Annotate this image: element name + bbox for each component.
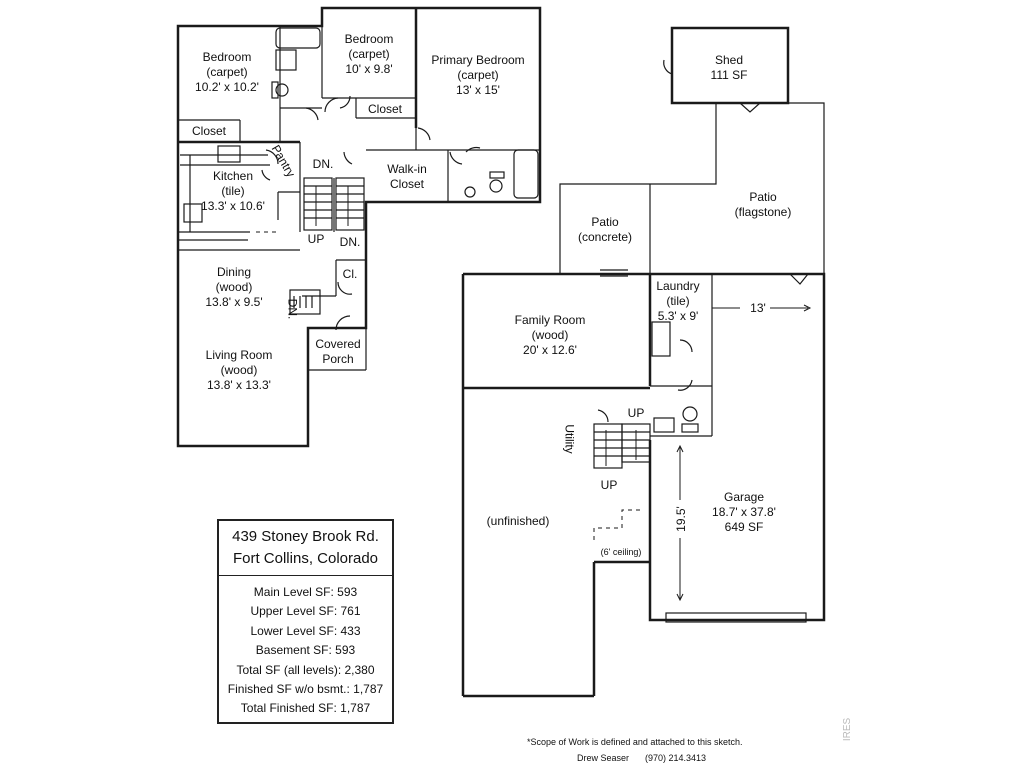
address-line-1: 439 Stoney Brook Rd. [232, 528, 379, 545]
stat-line: Total SF (all levels): 2,380 [236, 662, 375, 677]
stat-line: Total Finished SF: 1,787 [240, 701, 371, 716]
ires-watermark: IRES [842, 717, 854, 742]
room-patio-flagstone: Patio (flagstone) [734, 190, 792, 219]
room-primary-bedroom: Primary Bedroom (carpet) 13' x 15' [431, 53, 525, 97]
closet-small-label: Cl. [342, 267, 358, 281]
stat-line: Basement SF: 593 [255, 643, 356, 658]
covered-porch-label: Covered Porch [315, 337, 361, 366]
stairs-dn-right: DN. [339, 235, 361, 249]
lower-level-walls [461, 272, 826, 698]
address-block: 439 Stoney Brook Rd. Fort Collins, Color… [219, 521, 392, 576]
stairs-dn-top: DN. [312, 157, 334, 171]
room-laundry: Laundry (tile) 5.3' x 9' [656, 279, 700, 323]
room-kitchen: Kitchen (tile) 13.3' x 10.6' [201, 169, 265, 213]
dimension-lines [315, 186, 812, 602]
stairs-up-left: UP [307, 232, 325, 246]
stairs-up-basement: UP [600, 478, 618, 492]
ceiling-note: (6' ceiling) [600, 547, 642, 557]
author-name: Drew Seaser [577, 753, 630, 763]
garage-depth-dimension: 19.5' [673, 506, 688, 532]
stat-line: Main Level SF: 593 [253, 585, 358, 599]
room-living-room: Living Room (wood) 13.8' x 13.3' [205, 348, 273, 392]
stairs-up-family: UP [627, 406, 645, 420]
room-family-room: Family Room (wood) 20' x 12.6' [514, 313, 586, 357]
dashed-lines [256, 231, 651, 540]
scope-note: *Scope of Work is defined and attached t… [527, 737, 743, 747]
author-phone: (970) 214.3413 [645, 753, 707, 763]
interior-walls [178, 26, 540, 371]
room-dining: Dining (wood) 13.8' x 9.5' [205, 265, 263, 309]
shed-walls [670, 26, 790, 105]
utility-label: Utility [562, 424, 577, 454]
closet-mid-label: Closet [367, 102, 403, 116]
lower-interior [593, 269, 809, 623]
room-garage: Garage 18.7' x 37.8' 649 SF [712, 490, 776, 534]
garage-width-dimension: 13' [750, 301, 766, 315]
room-unfinished: (unfinished) [486, 514, 550, 528]
stat-line: Lower Level SF: 433 [250, 623, 361, 638]
room-shed: Shed 111 SF [710, 53, 748, 82]
address-line-2: Fort Collins, Colorado [232, 550, 379, 567]
property-info-box: 439 Stoney Brook Rd. Fort Collins, Color… [217, 519, 394, 724]
stat-line: Upper Level SF: 761 [250, 604, 361, 619]
square-footage-stats: Main Level SF: 593 Upper Level SF: 761 L… [219, 576, 392, 719]
room-bedroom-mid: Bedroom (carpet) 10' x 9.8' [344, 32, 394, 76]
stat-line: Finished SF w/o bsmt.: 1,787 [227, 682, 384, 697]
closet-left-label: Closet [191, 124, 227, 138]
patio-outlines [559, 59, 825, 274]
stairs-dn-side: DN. [285, 298, 300, 320]
walkin-closet-label: Walk-in Closet [387, 162, 427, 191]
room-patio-concrete: Patio (concrete) [577, 215, 633, 244]
room-bedroom-left: Bedroom (carpet) 10.2' x 10.2' [195, 50, 259, 94]
